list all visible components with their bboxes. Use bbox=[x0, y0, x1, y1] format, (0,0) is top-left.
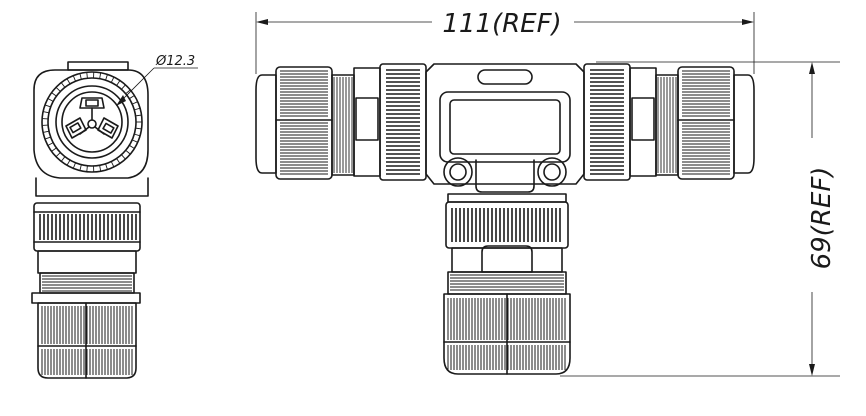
tee-body bbox=[425, 63, 585, 193]
height-label: 69(REF) bbox=[807, 167, 837, 270]
side-view: Ø12.3 bbox=[31, 54, 198, 379]
down-nut-knurl bbox=[451, 208, 561, 242]
diameter-leader bbox=[119, 67, 155, 103]
right-nut-knurl bbox=[590, 69, 624, 175]
down-top-ring bbox=[447, 193, 567, 203]
right-end-cap bbox=[733, 74, 755, 174]
left-thread-lines bbox=[333, 77, 353, 173]
side-insert-outer bbox=[55, 85, 129, 159]
height-dimension: 69(REF) bbox=[560, 61, 840, 377]
left-nut-knurl bbox=[386, 69, 420, 175]
left-end-cap bbox=[255, 74, 277, 174]
side-pin-sockets bbox=[65, 97, 119, 139]
side-thread-lines bbox=[42, 275, 132, 292]
left-arm bbox=[255, 63, 427, 181]
side-face-knurl bbox=[42, 72, 142, 172]
side-cable-gland bbox=[37, 302, 137, 379]
width-dimension: 111(REF) bbox=[255, 9, 755, 74]
side-face-outer-ring bbox=[41, 71, 143, 173]
down-gland bbox=[443, 293, 571, 375]
tee-window bbox=[439, 91, 571, 163]
side-top-cap bbox=[67, 61, 129, 71]
right-gland-hatch bbox=[682, 70, 730, 175]
tee-stem-neck bbox=[475, 159, 535, 193]
diameter-label: Ø12.3 bbox=[155, 54, 195, 69]
down-arm bbox=[443, 193, 571, 375]
side-insert-inner bbox=[61, 91, 123, 153]
side-head-body bbox=[33, 69, 149, 179]
side-flange bbox=[31, 292, 141, 304]
right-arm bbox=[583, 63, 755, 181]
side-gland-hatch bbox=[41, 306, 133, 375]
left-gland-hatch bbox=[280, 70, 328, 175]
width-label: 111(REF) bbox=[442, 9, 561, 39]
left-body bbox=[353, 67, 381, 177]
right-thread-lines bbox=[657, 77, 677, 173]
tee-mount-left bbox=[443, 157, 473, 187]
side-body-segment bbox=[37, 250, 137, 274]
side-neck bbox=[35, 177, 149, 197]
down-body-tab bbox=[481, 245, 533, 273]
right-body bbox=[629, 67, 657, 177]
diameter-arrow bbox=[116, 95, 126, 106]
side-nut-hatch bbox=[39, 214, 137, 240]
front-view: 111(REF) 69(REF) bbox=[255, 9, 840, 377]
down-body bbox=[451, 247, 563, 273]
down-gland-hatch bbox=[447, 298, 566, 370]
tee-top-slot bbox=[477, 69, 533, 85]
down-thread-lines bbox=[450, 274, 564, 291]
tee-mount-right bbox=[537, 157, 567, 187]
